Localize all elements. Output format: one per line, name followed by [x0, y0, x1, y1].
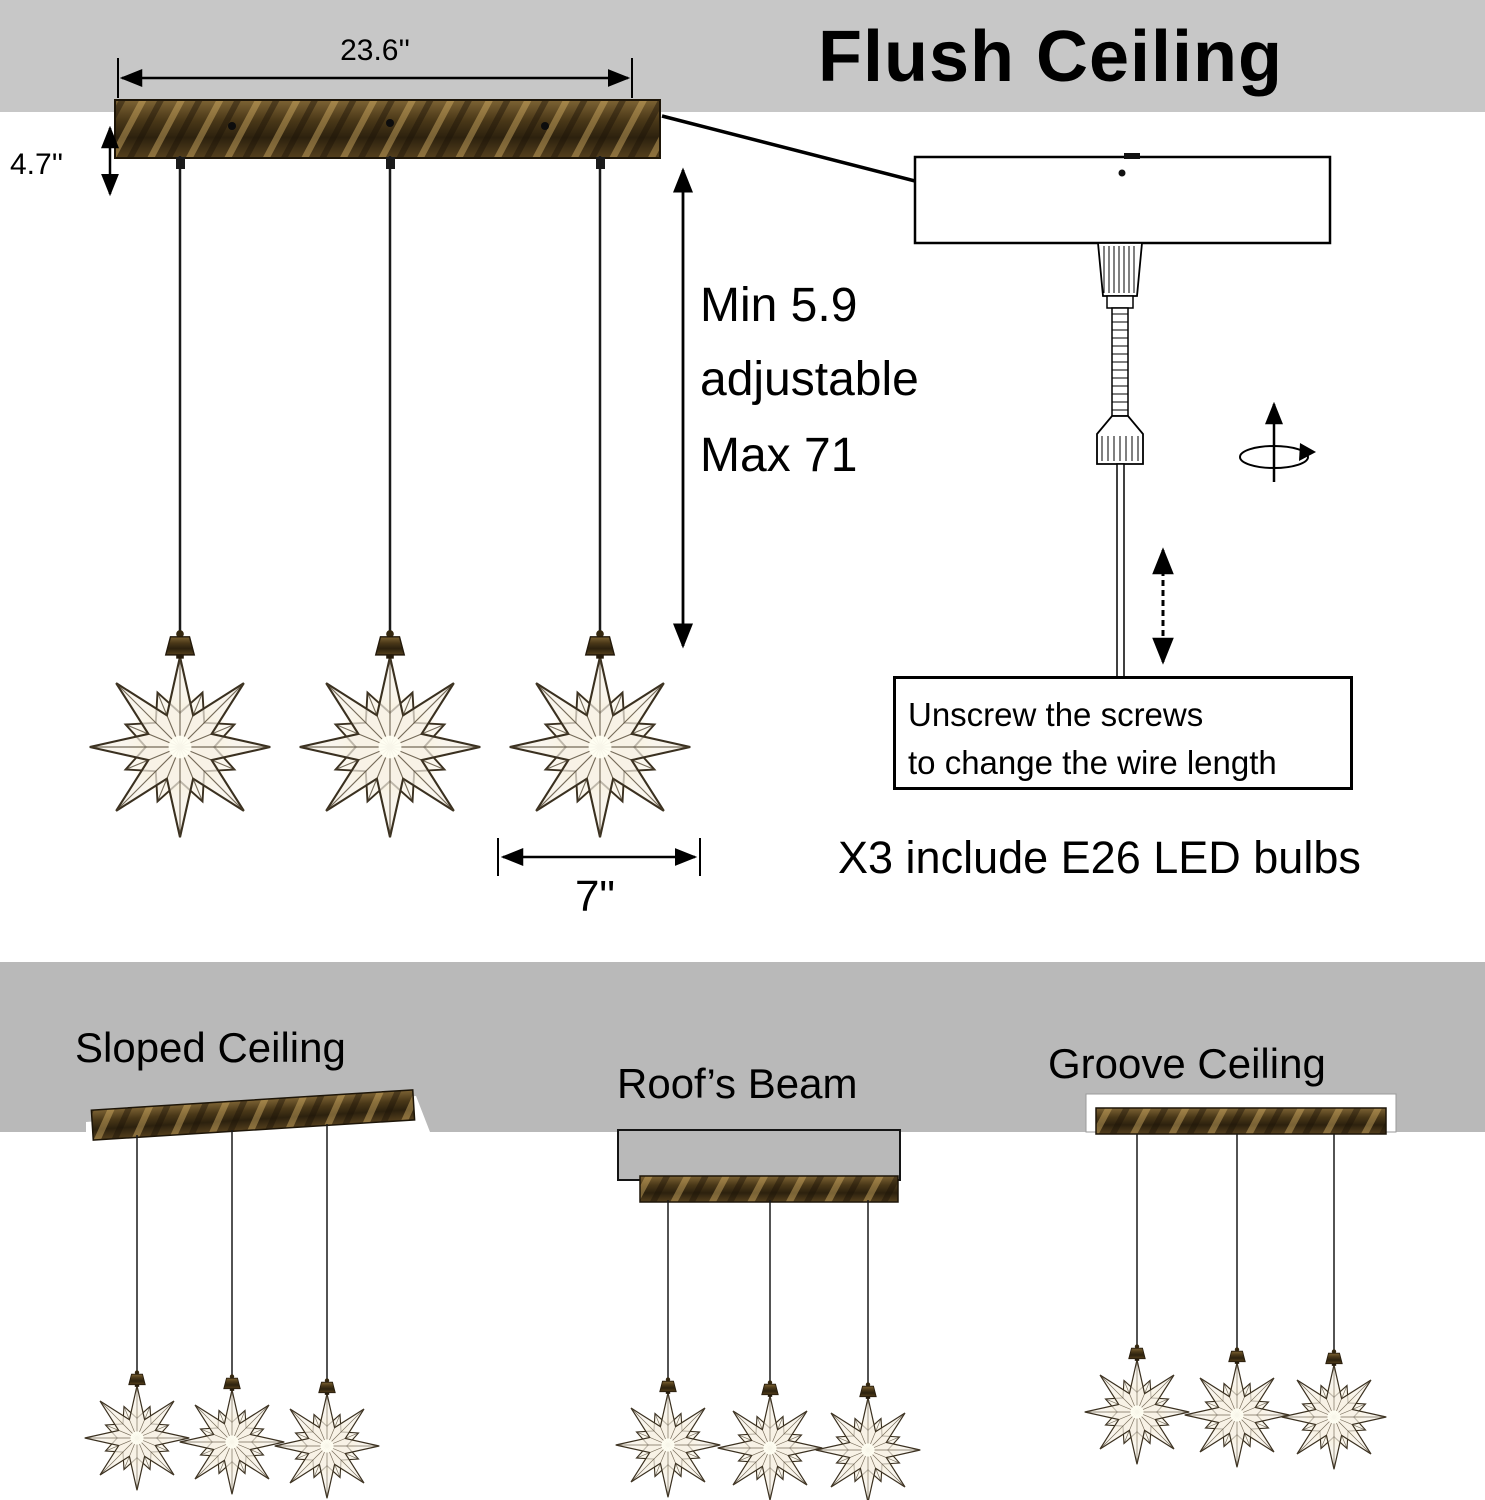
pendant-cords: [136, 156, 1335, 1387]
star-pendant: [88, 629, 272, 839]
bar-width-label: 23.6'': [340, 34, 410, 67]
mounting-option-groove: Groove Ceiling: [1048, 1040, 1326, 1087]
mounting-option-sloped: Sloped Ceiling: [75, 1024, 346, 1071]
top-ceiling-band: [0, 0, 1485, 112]
star-pendant: [1281, 1348, 1387, 1470]
cord-grip-assembly: [1096, 242, 1144, 681]
rotate-icon: [1239, 401, 1316, 482]
star-pendant: [1084, 1343, 1190, 1465]
star-pendant: [1184, 1346, 1290, 1468]
unscrew-callout: Unscrew the screws to change the wire le…: [893, 676, 1353, 790]
bar-depth-label: 4.7'': [10, 148, 64, 181]
star-pendant: [615, 1376, 721, 1498]
callout-line-2: to change the wire length: [908, 743, 1277, 781]
drop-adjustable-label: adjustable: [700, 353, 919, 406]
star-pendant: [815, 1381, 921, 1500]
drop-max-label: Max 71: [700, 429, 858, 482]
shade-width-dimension-arrow: [497, 838, 701, 876]
bulb-note: X3 include E26 LED bulbs: [838, 832, 1361, 883]
ceiling-mount-bar: [114, 99, 661, 169]
star-pendant: [274, 1377, 380, 1499]
callout-line-1: Unscrew the screws: [908, 696, 1204, 733]
shade-width-label: 7": [574, 872, 616, 921]
sloped-mount-bar: [90, 1089, 416, 1141]
star-pendant: [179, 1373, 285, 1495]
star-pendant: [84, 1369, 190, 1491]
drop-min-label: Min 5.9: [700, 279, 858, 332]
beam-mount-bar: [639, 1175, 899, 1203]
roof-beam-block: [617, 1129, 901, 1181]
page-title: Flush Ceiling: [818, 17, 1284, 97]
canopy-detail: [913, 153, 1332, 245]
star-pendant: [508, 629, 692, 839]
mounting-option-beam: Roof’s Beam: [617, 1060, 858, 1107]
star-pendant: [717, 1379, 823, 1500]
width-dimension-arrow: [117, 58, 633, 98]
canopy-pointer-arrow: [661, 114, 954, 196]
groove-mount-bar: [1095, 1107, 1387, 1135]
star-pendant: [298, 629, 482, 839]
